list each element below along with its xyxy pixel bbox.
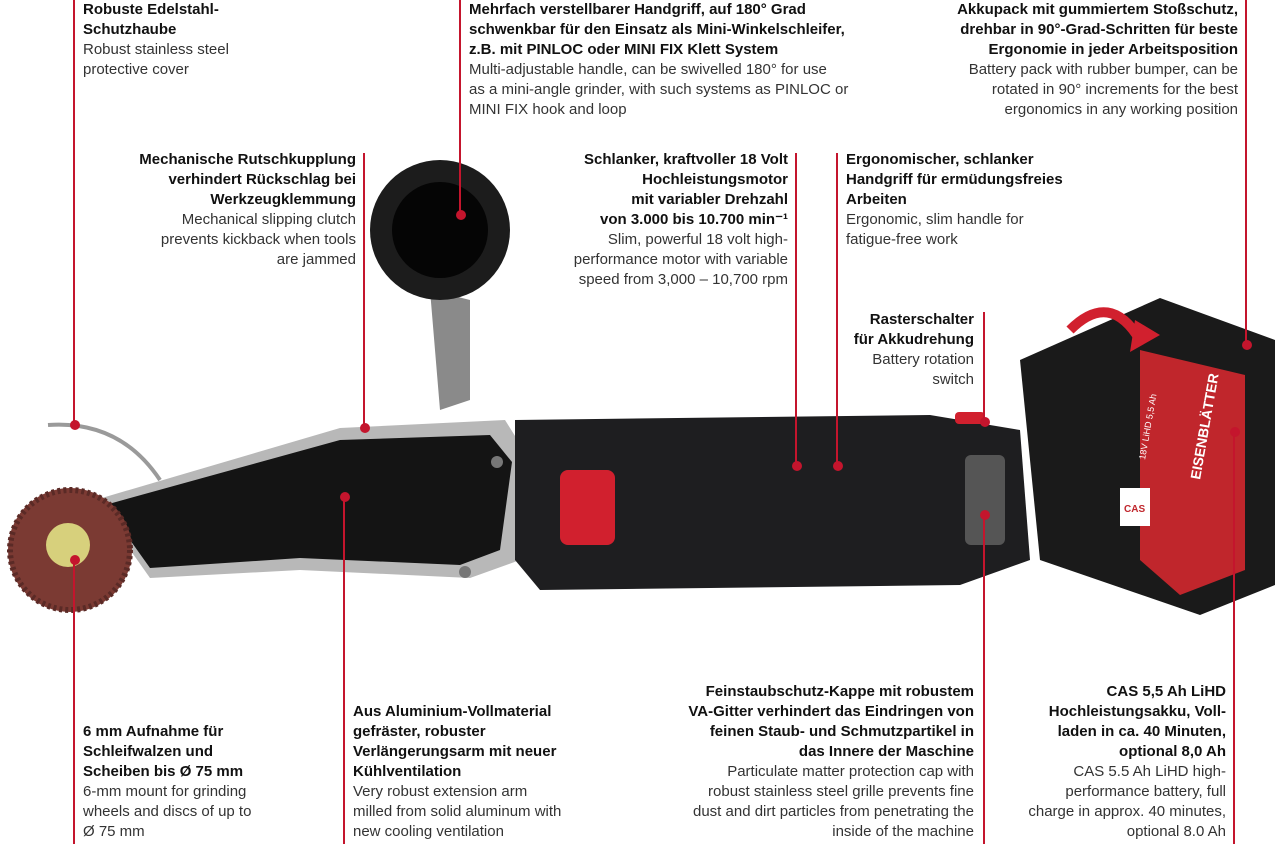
annotation-clutch-de: Mechanische Rutschkupplung verhindert Rü… [139,151,356,208]
callout-dot-handle [456,210,466,220]
annotation-clutch: Mechanische Rutschkupplung verhindert Rü… [100,150,356,270]
callout-line-battery-bumper [1245,0,1247,345]
extension-arm [105,435,512,568]
callout-dot-mount [70,555,80,565]
callout-line-switch [983,312,985,422]
callout-line-battery [1233,432,1235,844]
annotation-motor: Schlanker, kraftvoller 18 Volt Hochleist… [540,150,788,290]
annotation-cover-en: Robust stainless steel protective cover [83,41,229,78]
annotation-arm-de: Aus Aluminium-Vollmaterial gefräster, ro… [353,703,557,780]
callout-dot-motor [792,461,802,471]
callout-dot-clutch [360,423,370,433]
annotation-battery-bumper-en: Battery pack with rubber bumper, can be … [968,61,1238,118]
callout-line-arm [343,497,345,844]
motor-housing [515,415,1030,590]
svg-text:CAS: CAS [1124,504,1145,515]
annotation-battery-en: CAS 5.5 Ah LiHD high- performance batter… [1028,763,1226,840]
callout-line-motor [795,153,797,466]
annotation-motor-en: Slim, powerful 18 volt high- performance… [573,231,788,288]
power-switch [560,470,615,545]
callout-line-grip [836,153,838,466]
annotation-dustcap-en: Particulate matter protection cap with r… [693,763,974,840]
callout-line-mount [73,560,75,844]
annotation-handle: Mehrfach verstellbarer Handgriff, auf 18… [469,0,889,120]
annotation-dustcap-de: Feinstaubschutz-Kappe mit robustem VA-Gi… [688,683,974,760]
annotation-dustcap: Feinstaubschutz-Kappe mit robustem VA-Gi… [640,682,974,842]
disc-mount [46,523,90,567]
battery-label-panel [1140,350,1245,595]
annotation-arm: Aus Aluminium-Vollmaterial gefräster, ro… [353,702,593,842]
annotation-cover-de: Robuste Edelstahl- Schutzhaube [83,1,219,38]
annotation-motor-de: Schlanker, kraftvoller 18 Volt Hochleist… [584,151,788,228]
callout-line-clutch [363,153,365,428]
annotation-grip-de: Ergonomischer, schlanker Handgriff für e… [846,151,1063,208]
annotation-switch-de: Rasterschalter für Akkudrehung [853,311,974,348]
dust-cap [965,455,1005,545]
annotation-switch-en: Battery rotation switch [872,351,974,388]
annotation-mount-en: 6-mm mount for grinding wheels and discs… [83,783,252,840]
annotation-clutch-en: Mechanical slipping clutch prevents kick… [160,211,356,268]
callout-line-handle [459,0,461,215]
callout-dot-cover [70,420,80,430]
annotation-handle-de: Mehrfach verstellbarer Handgriff, auf 18… [469,1,845,58]
annotation-battery-de: CAS 5,5 Ah LiHD Hochleistungsakku, Voll-… [1048,683,1226,760]
annotation-arm-en: Very robust extension arm milled from so… [353,783,562,840]
annotation-battery: CAS 5,5 Ah LiHD Hochleistungsakku, Voll-… [1000,682,1226,842]
annotation-mount: 6 mm Aufnahme für Schleifwalzen und Sche… [83,722,283,842]
battery-rotation-switch [955,412,985,424]
annotation-grip-en: Ergonomic, slim handle for fatigue-free … [846,211,1024,248]
callout-dot-battery-bumper [1242,340,1252,350]
annotation-battery-bumper: Akkupack mit gummiertem Stoßschutz, dreh… [900,0,1238,120]
annotation-mount-de: 6 mm Aufnahme für Schleifwalzen und Sche… [83,723,244,780]
callout-dot-arm [340,492,350,502]
protective-cover [47,422,162,482]
annotation-cover: Robuste Edelstahl- Schutzhaube Robust st… [83,0,283,80]
callout-line-cover [73,0,75,425]
cas-logo [1120,488,1150,526]
annotation-handle-en: Multi-adjustable handle, can be swivelle… [469,61,849,118]
callout-dot-dustcap [980,510,990,520]
adjustable-handle-stem [430,290,470,410]
callout-dot-grip [833,461,843,471]
annotation-battery-bumper-de: Akkupack mit gummiertem Stoßschutz, dreh… [957,1,1238,58]
callout-dot-battery [1230,427,1240,437]
annotation-switch: Rasterschalter für Akkudrehung Battery r… [820,310,974,390]
callout-dot-switch [980,417,990,427]
annotation-grip: Ergonomischer, schlanker Handgriff für e… [846,150,1096,250]
callout-line-dustcap [983,515,985,844]
